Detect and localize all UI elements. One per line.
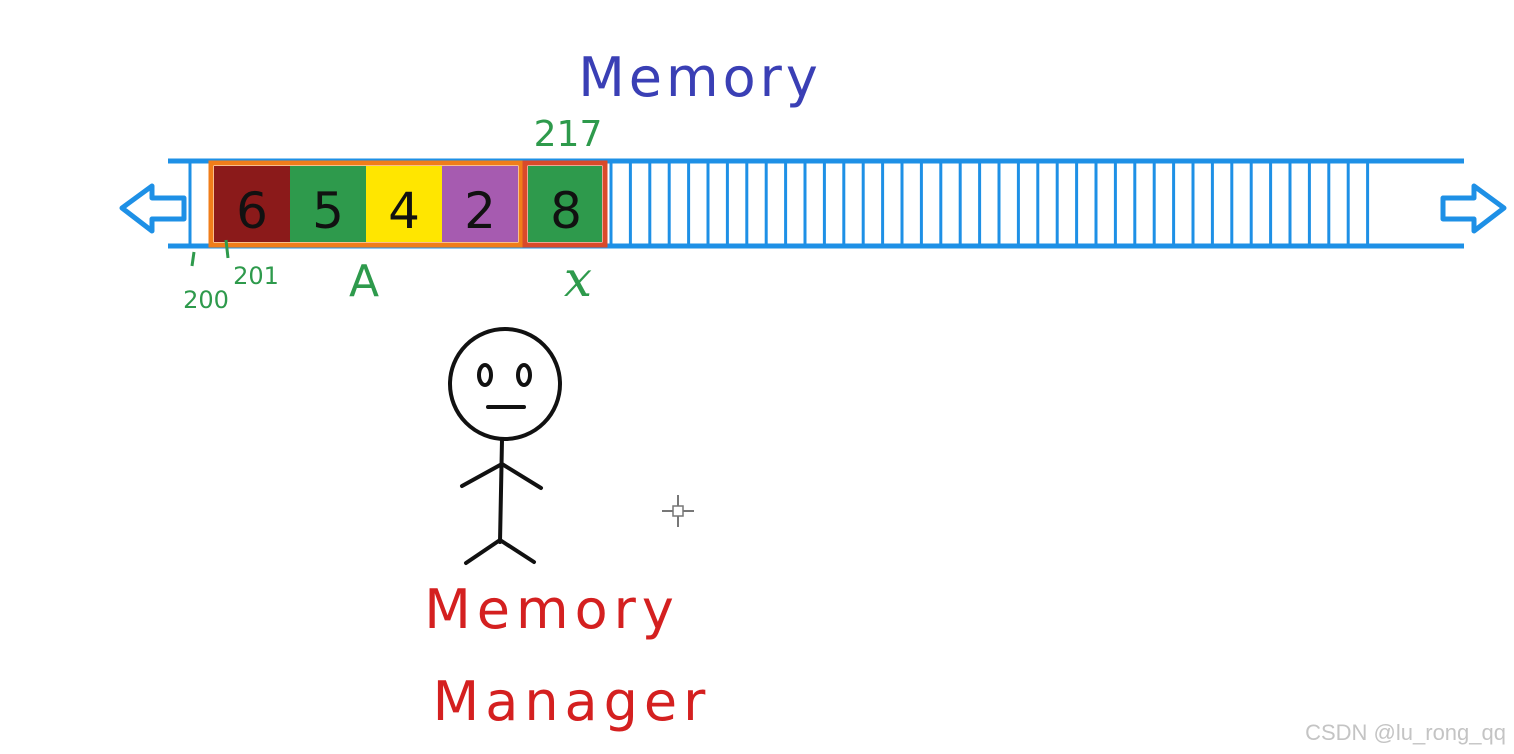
arrow-right-outline-icon xyxy=(1443,186,1504,231)
arrow-left-outline-icon xyxy=(122,186,184,231)
memory-title: Memory xyxy=(578,46,822,109)
memory-cell-dividers xyxy=(611,163,1368,244)
address-201-tick xyxy=(226,240,228,258)
x-value: 8 xyxy=(550,182,582,240)
address-201: 201 xyxy=(233,262,279,290)
array-value-3: 2 xyxy=(464,182,496,240)
address-217: 217 xyxy=(534,114,603,155)
array-value-1: 5 xyxy=(312,182,344,240)
watermark: CSDN @lu_rong_qq xyxy=(1305,720,1506,746)
address-200: 200 xyxy=(183,286,229,314)
address-200-tick xyxy=(192,252,194,266)
manager-label-line1: Memory xyxy=(424,578,680,641)
crosshair-cursor-icon xyxy=(662,495,694,527)
figure-head xyxy=(450,329,560,439)
variable-label: x xyxy=(564,250,592,308)
variable-x: 8 xyxy=(525,163,605,245)
array-value-2: 4 xyxy=(388,182,420,240)
figure-body xyxy=(500,440,502,542)
figure-right-eye xyxy=(518,365,530,385)
figure-left-eye xyxy=(479,365,491,385)
array-a: 6 5 4 2 xyxy=(211,163,521,245)
array-label: A xyxy=(349,256,379,307)
memory-manager-figure xyxy=(450,329,560,563)
manager-label-line2: Manager xyxy=(433,670,712,733)
array-value-0: 6 xyxy=(236,182,268,240)
